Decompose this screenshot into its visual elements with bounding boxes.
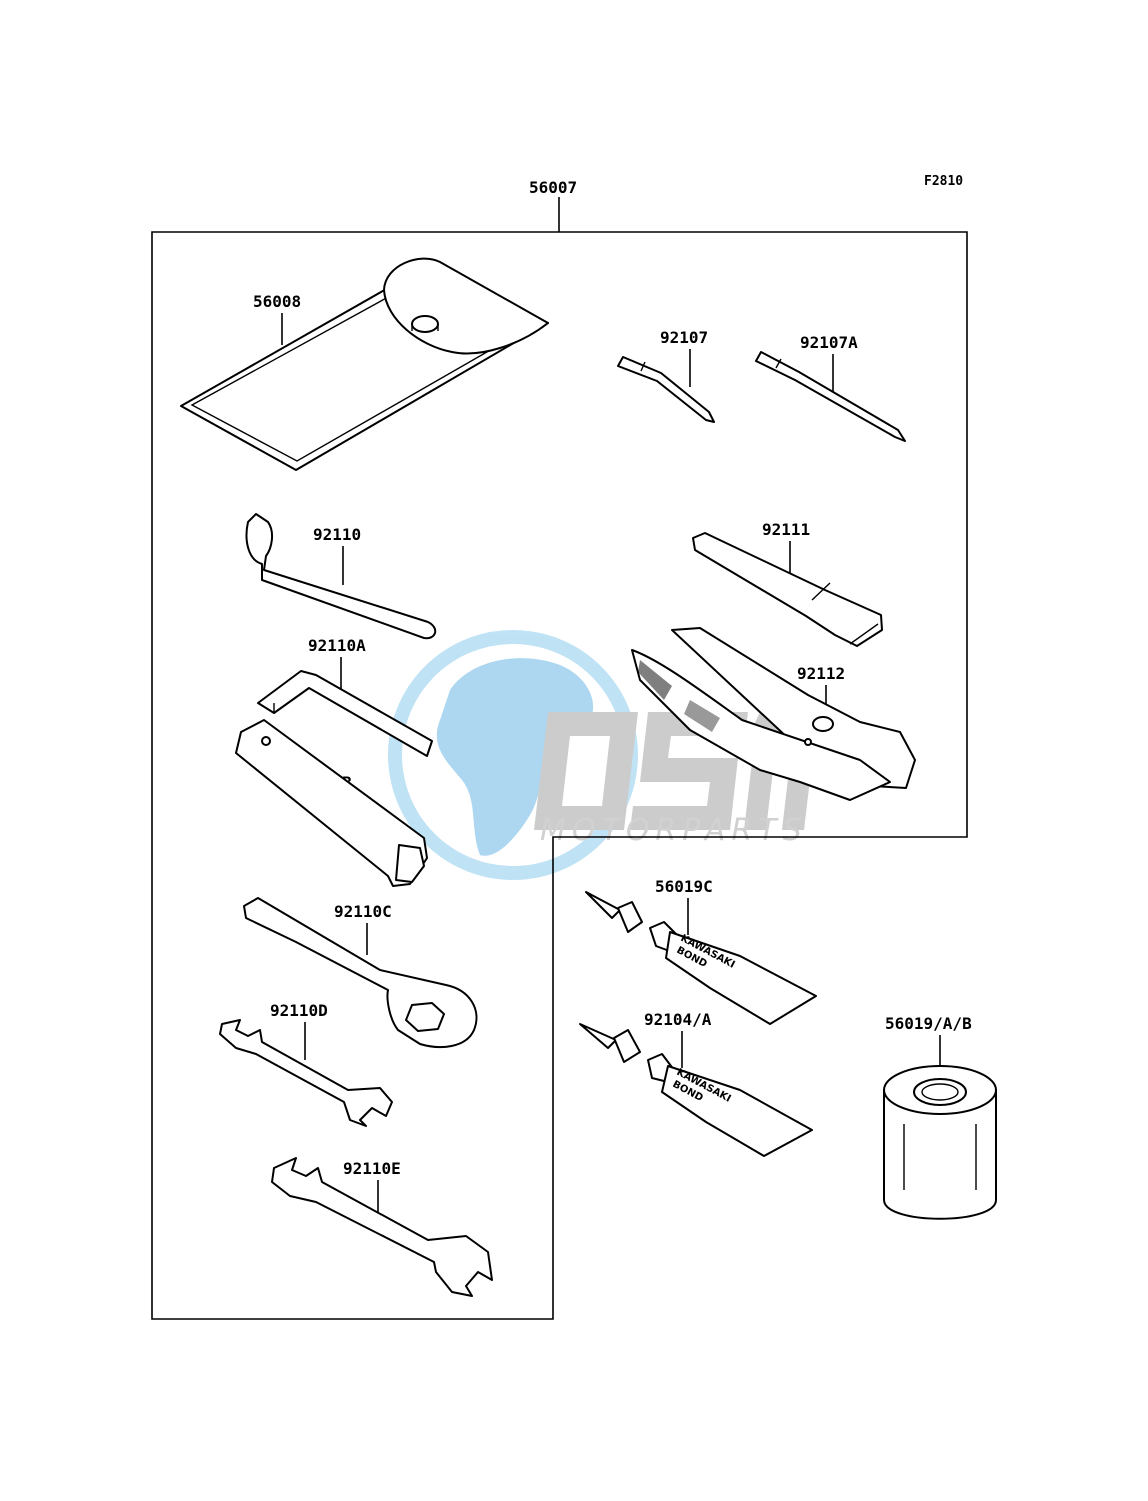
screwdriver-92107: 92107 xyxy=(617,328,715,423)
label-hex-key: 92110A xyxy=(308,636,366,655)
label-kit: 56007 xyxy=(529,178,577,197)
bond-tube-lower: 92104/A KAWASAKI BOND xyxy=(579,1010,813,1157)
label-open-wrench-small: 92110D xyxy=(270,1001,328,1020)
label-bond-lower: 92104/A xyxy=(644,1010,712,1029)
open-wrench-large: 92110E xyxy=(271,1157,493,1297)
open-wrench-small: 92110D xyxy=(219,1001,393,1127)
bond-tube-upper: 56019C KAWASAKI BOND xyxy=(585,877,817,1025)
ring-wrench: 92110C xyxy=(243,897,478,1049)
pin-spanner: 92110 xyxy=(245,513,437,640)
oil-filter: 56019/A/B xyxy=(883,1014,997,1220)
box-wrench: 92110B xyxy=(235,719,428,887)
label-pliers: 92112 xyxy=(797,664,845,683)
hex-key: 92110A xyxy=(257,636,433,757)
label-bond-upper: 56019C xyxy=(655,877,713,896)
watermark-continents xyxy=(436,658,594,856)
handle: 92111 xyxy=(692,520,883,647)
tool-bag: 56008 xyxy=(180,257,549,471)
screwdriver-92107A: 92107A xyxy=(755,333,906,442)
label-oil-filter: 56019/A/B xyxy=(885,1014,972,1033)
pliers: 92112 xyxy=(631,627,916,801)
label-screwdriver-b: 92107A xyxy=(800,333,858,352)
label-handle: 92111 xyxy=(762,520,810,539)
label-pin-spanner: 92110 xyxy=(313,525,361,544)
figure-code: F2810 xyxy=(924,174,963,189)
label-screwdriver-a: 92107 xyxy=(660,328,708,347)
label-tool-bag: 56008 xyxy=(253,292,301,311)
label-open-wrench-large: 92110E xyxy=(343,1159,401,1178)
label-ring-wrench: 92110C xyxy=(334,902,392,921)
kit-outline xyxy=(151,197,968,1320)
watermark-subtitle: MOTORPARTS xyxy=(540,813,808,848)
